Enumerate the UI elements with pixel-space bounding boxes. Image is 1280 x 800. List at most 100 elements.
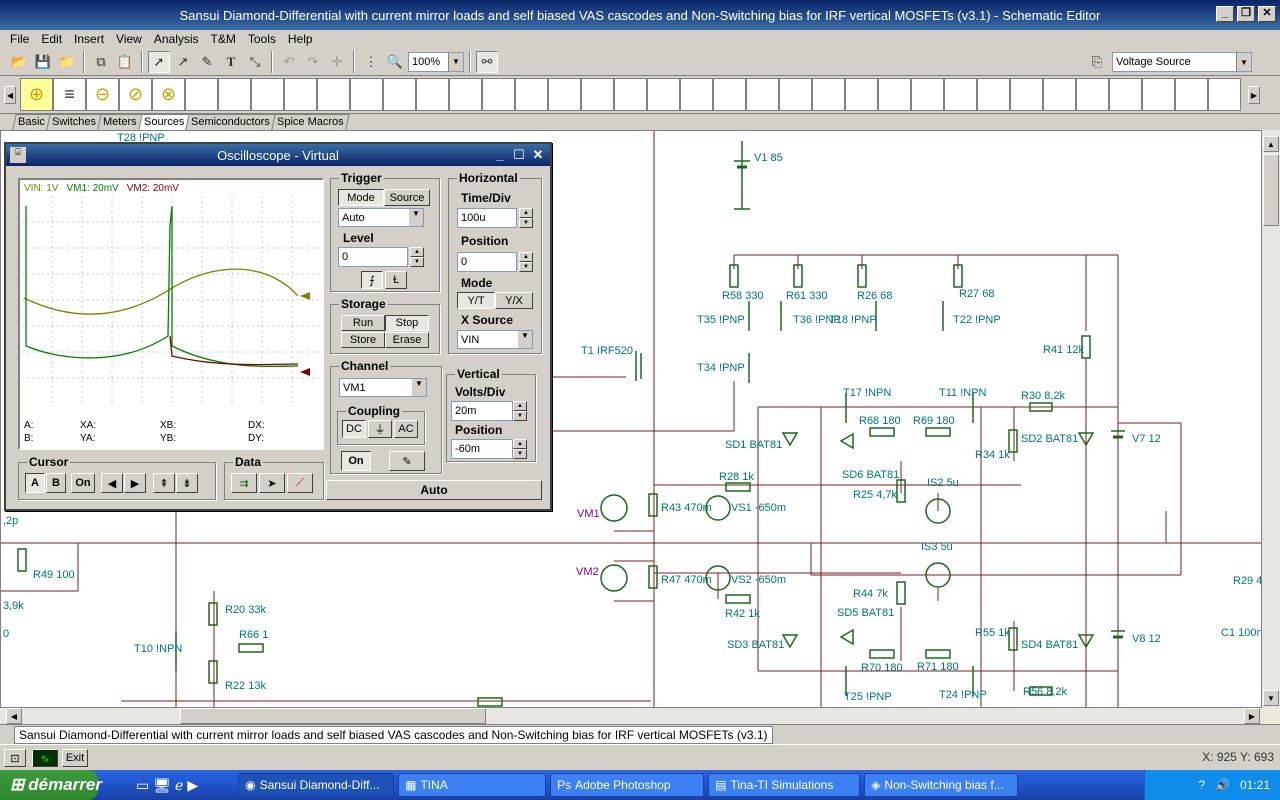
- falling-edge-icon[interactable]: Ɫ: [385, 271, 407, 289]
- ground-coupling-icon[interactable]: ⏚: [368, 420, 392, 438]
- scroll-left-icon[interactable]: ◀: [4, 86, 16, 104]
- schematic-drawing[interactable]: V1 85 R58 330 R61 330 R26 68 R27 68 T35 …: [1, 131, 1262, 708]
- spin-up-icon[interactable]: ▲: [519, 252, 533, 262]
- explorer-icon[interactable]: 🖥: [153, 776, 172, 793]
- select-arrow-icon[interactable]: ➚: [148, 50, 170, 73]
- cursor-left-icon[interactable]: ◀: [101, 473, 123, 493]
- close-button[interactable]: ✕: [1258, 6, 1276, 22]
- start-button[interactable]: ⊞démarrer: [0, 770, 102, 800]
- menu-help[interactable]: Help: [287, 32, 313, 46]
- diagram-icon[interactable]: ⟋: [287, 473, 313, 493]
- task-tina[interactable]: ▦TINA: [398, 773, 547, 797]
- grid-icon[interactable]: ⋮: [364, 53, 378, 69]
- ie-icon[interactable]: ℯ: [175, 776, 184, 793]
- document-tab[interactable]: Sansui Diamond-Differential with current…: [14, 726, 773, 744]
- scope-display[interactable]: VIN: 1V VM1: 20mV VM2: 20mV A: XA: XB:: [18, 178, 324, 450]
- component-picker-icon[interactable]: ⎘: [1091, 54, 1103, 69]
- import-data-icon[interactable]: ⇉: [231, 473, 257, 493]
- hposition-input[interactable]: 0: [457, 252, 517, 272]
- channel-on-button[interactable]: On: [341, 451, 371, 471]
- run-button[interactable]: Run: [341, 315, 385, 331]
- cursor-a-button[interactable]: A: [25, 473, 45, 493]
- close-button[interactable]: ✕: [532, 147, 544, 162]
- erase-button[interactable]: Erase: [385, 332, 429, 348]
- scroll-left-icon[interactable]: ◀: [6, 708, 22, 724]
- cursor-b-button[interactable]: B: [46, 473, 66, 493]
- trigger-source-button[interactable]: Source: [384, 189, 430, 206]
- vertical-scrollbar[interactable]: ▲ ▼: [1262, 130, 1280, 708]
- help-icon[interactable]: ?: [1198, 778, 1206, 792]
- timediv-spinner[interactable]: ▲▼: [519, 208, 533, 228]
- tab-spice-macros[interactable]: Spice Macros: [271, 114, 350, 130]
- redo-icon[interactable]: ↷: [307, 53, 319, 69]
- meter-tool-icon[interactable]: ⚯: [476, 50, 498, 73]
- exit-button[interactable]: Exit: [62, 749, 88, 767]
- crosshair-icon[interactable]: ✛: [331, 53, 343, 69]
- timediv-input[interactable]: 100u: [457, 208, 517, 228]
- channel-select[interactable]: VM1▼: [339, 378, 427, 397]
- save-icon[interactable]: 💾: [34, 53, 52, 69]
- copy-icon[interactable]: ⧉: [96, 53, 106, 69]
- vertical-scroll-thumb[interactable]: [1263, 154, 1279, 226]
- xsource-select[interactable]: VIN▼: [457, 330, 533, 349]
- menu-tm[interactable]: T&M: [210, 32, 236, 46]
- vin-marker-icon[interactable]: [300, 292, 310, 300]
- open-file-icon[interactable]: 📁: [58, 53, 76, 69]
- wire-select-icon[interactable]: ↗: [177, 53, 189, 69]
- zoom-select[interactable]: 100%▼: [408, 51, 464, 72]
- scope-plot[interactable]: [22, 196, 322, 404]
- cursor-up-icon[interactable]: ⇞: [153, 473, 175, 493]
- menu-file[interactable]: File: [10, 32, 30, 46]
- task-tina-ti[interactable]: ▤Tina-TI Simulations: [708, 773, 861, 797]
- auto-button[interactable]: Auto: [326, 480, 542, 500]
- cursor-down-icon[interactable]: ⇟: [176, 473, 198, 493]
- component-select[interactable]: Voltage Source▼: [1112, 52, 1252, 72]
- voltsdiv-input[interactable]: 20m: [451, 401, 513, 421]
- tab-basic[interactable]: Basic: [12, 114, 51, 130]
- vposition-spinner[interactable]: ▲▼: [513, 439, 527, 459]
- text-icon[interactable]: T: [226, 53, 236, 69]
- trigger-mode-button[interactable]: Mode: [338, 189, 384, 206]
- voltage-source-icon[interactable]: ⊕: [20, 78, 53, 111]
- stop-button[interactable]: Stop: [385, 315, 429, 331]
- menu-view[interactable]: View: [116, 32, 142, 46]
- spin-down-icon[interactable]: ▼: [410, 257, 424, 267]
- desktop-icon[interactable]: ▭: [136, 776, 150, 793]
- yx-mode-button[interactable]: Y/X: [495, 292, 533, 309]
- tab-semiconductors[interactable]: Semiconductors: [185, 114, 276, 130]
- schematic-view-icon[interactable]: ⊡: [4, 749, 26, 767]
- maximize-button[interactable]: ☐: [513, 147, 525, 162]
- pencil-icon[interactable]: ✎: [201, 53, 213, 69]
- probe-icon[interactable]: ✎: [389, 451, 425, 471]
- cursor-on-button[interactable]: On: [71, 473, 95, 493]
- spin-down-icon[interactable]: ▼: [519, 262, 533, 272]
- spin-down-icon[interactable]: ▼: [519, 218, 533, 228]
- current-source-icon[interactable]: ⊖: [86, 78, 119, 111]
- spin-up-icon[interactable]: ▲: [513, 439, 527, 449]
- zoom-icon[interactable]: 🔍: [386, 53, 404, 69]
- dc-coupling-button[interactable]: DC: [342, 420, 366, 438]
- spin-up-icon[interactable]: ▲: [410, 247, 424, 257]
- oscilloscope-title-bar[interactable]: ⌸ Oscilloscope - Virtual _ ☐ ✕: [6, 144, 550, 166]
- open-folder-icon[interactable]: 📂: [10, 53, 28, 69]
- paste-icon[interactable]: 📋: [116, 53, 134, 69]
- menu-edit[interactable]: Edit: [41, 32, 63, 46]
- level-spinner[interactable]: ▲▼: [410, 247, 424, 267]
- ac-coupling-button[interactable]: AC: [394, 420, 418, 438]
- scroll-right-icon[interactable]: ▶: [1244, 708, 1260, 724]
- scroll-up-icon[interactable]: ▲: [1263, 136, 1279, 152]
- yt-mode-button[interactable]: Y/T: [457, 292, 495, 309]
- menu-insert[interactable]: Insert: [74, 32, 105, 46]
- store-button[interactable]: Store: [341, 332, 385, 348]
- generator-icon[interactable]: ⊗: [152, 78, 185, 111]
- menu-tools[interactable]: Tools: [247, 32, 276, 46]
- task-sansui[interactable]: ◉Sansui Diamond-Diff...: [238, 773, 395, 797]
- trigger-select[interactable]: Auto▼: [338, 208, 424, 227]
- spin-up-icon[interactable]: ▲: [513, 401, 527, 411]
- export-data-icon[interactable]: ➤: [259, 473, 285, 493]
- cursor-right-icon[interactable]: ▶: [124, 473, 146, 493]
- spin-down-icon[interactable]: ▼: [513, 411, 527, 421]
- restore-button[interactable]: ❐: [1237, 6, 1255, 22]
- horizontal-scrollbar[interactable]: ◀ ▶: [0, 708, 1262, 724]
